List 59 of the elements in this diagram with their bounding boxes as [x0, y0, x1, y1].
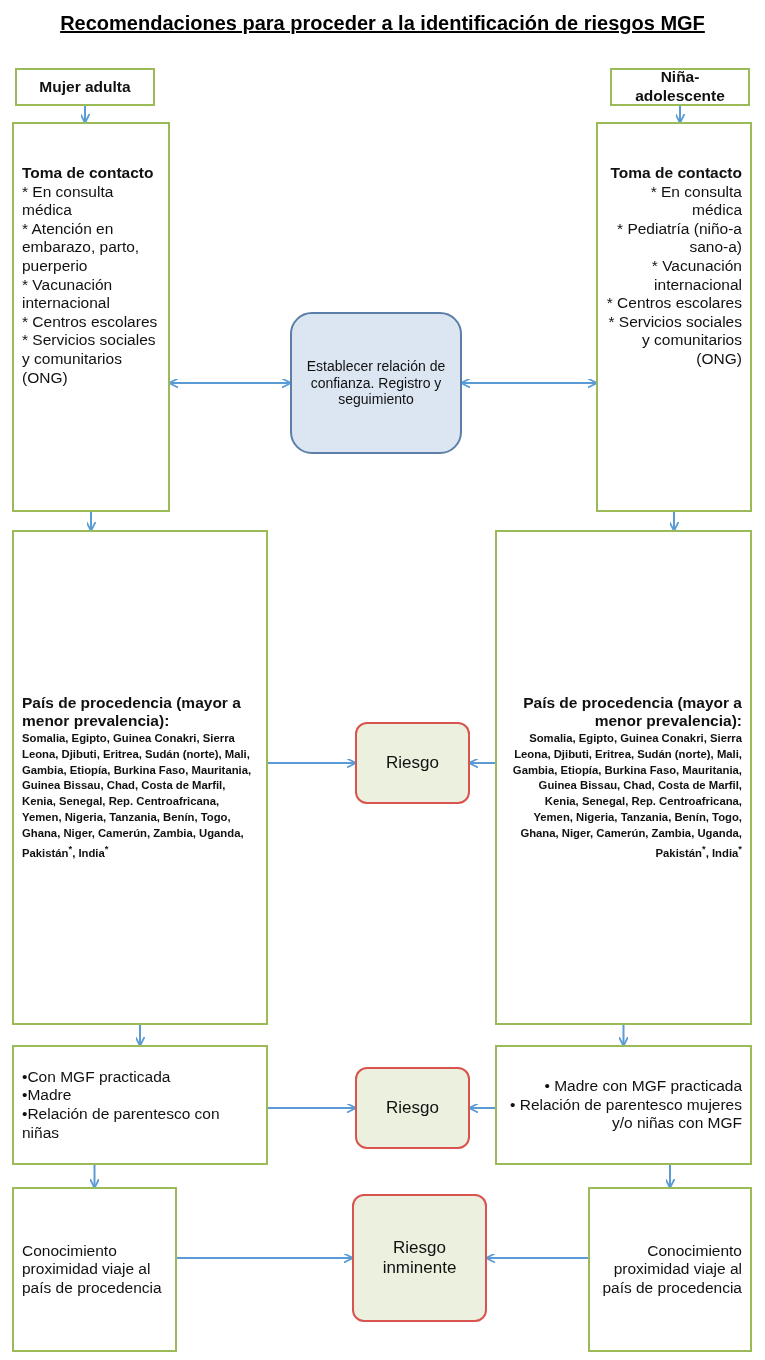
risk-label: Riesgo inminente — [381, 1237, 458, 1279]
risk-label: Riesgo — [385, 1097, 440, 1119]
risk-box — [355, 1067, 470, 1149]
arrow — [618, 1024, 629, 1047]
arrow — [267, 1102, 357, 1114]
section-heading: Toma de contacto — [609, 164, 742, 183]
list-item: •Relación de parentesco con niñas — [22, 1105, 221, 1143]
process-box — [588, 1187, 752, 1352]
country-list-box — [12, 530, 268, 1025]
section-heading: País de procedencia (mayor a menor prevalencia): — [522, 693, 742, 731]
list-item: • Madre con MGF practicada — [543, 1077, 742, 1096]
list-item: * En consulta médica — [22, 182, 115, 220]
heading-box — [610, 68, 750, 106]
arrow — [89, 1164, 100, 1189]
risk-label: Riesgo — [385, 752, 440, 774]
diagram-title: Recomendaciones para proceder a la identificación de riesgos MGF — [60, 12, 705, 34]
box-text: Establecer relación de confianza. Registro y seguimiento — [305, 357, 447, 409]
criteria-box — [12, 1045, 268, 1165]
section-heading: País de procedencia (mayor a menor prevalencia): — [22, 693, 242, 731]
arrow — [468, 757, 496, 769]
list-item: * Pediatría (niño-a sano-a) — [616, 219, 742, 257]
list-item: * En consulta médica — [649, 182, 742, 220]
list-item: * Servicios sociales y comunitarios (ONG) — [22, 331, 157, 388]
box-text: Conocimiento proximidad viaje al país de procedencia — [22, 1241, 163, 1298]
arrow — [176, 1252, 354, 1264]
arrow — [674, 105, 686, 124]
contact-box — [596, 122, 752, 512]
criteria-box — [495, 1045, 752, 1165]
arrow — [460, 377, 598, 389]
country-list-box — [495, 530, 752, 1025]
arrow — [468, 1102, 496, 1114]
list-item: •Madre — [22, 1086, 73, 1105]
risk-box — [352, 1194, 487, 1322]
arrow — [668, 511, 680, 532]
arrow — [85, 511, 97, 532]
heading-box — [15, 68, 155, 106]
list-item: * Vacunación internacional — [650, 256, 742, 295]
process-box — [290, 312, 462, 454]
arrow — [267, 757, 357, 769]
list-item: •Con MGF practicada — [22, 1067, 172, 1087]
box-text: Conocimiento proximidad viaje al país de procedencia — [601, 1241, 742, 1298]
country-list: Somalia, Egipto, Guinea Conakri, Sierra Leona, Djibuti, Eritrea, Sudán (norte), Mali, Gambia, Etiopía, Burkina Faso, Mauritania, Guinea Bissau, Chad, Costa de Marfil, Kenia, Senegal, Rep. Centroafricana, Yemen, Nigeria, Tanzania, Benín, Togo, Ghana, Niger, Camerún, Zambia, Uganda, Pakistán$^{*}$, India$^{*}$ — [505, 730, 742, 862]
heading-text: Mujer adulta — [38, 77, 132, 97]
list-item: * Servicios sociales y comunitarios (ONG) — [607, 312, 742, 369]
heading-text: Niña-adolescente — [634, 68, 726, 106]
list-item: • Relación de parentesco mujeres y/o niñas con MGF — [508, 1095, 742, 1133]
list-item: * Atención en embarazo, parto, puerperio — [22, 219, 141, 276]
list-item: * Centros escolares — [22, 312, 159, 332]
contact-box — [12, 122, 170, 512]
arrow — [134, 1024, 146, 1047]
process-box — [12, 1187, 177, 1352]
risk-box — [355, 722, 470, 804]
country-list: Somalia, Egipto, Guinea Conakri, Sierra Leona, Djibuti, Eritrea, Sudán (norte), Mali, Gambia, Etiopía, Burkina Faso, Mauritania, Guinea Bissau, Chad, Costa de Marfil, Kenia, Senegal, Rep. Centroafricana, Yemen, Nigeria, Tanzania, Benín, Togo, Ghana, Niger, Camerún, Zambia, Uganda, Pakistán$^{*}$, India$^{*}$ — [22, 730, 258, 862]
arrow — [485, 1252, 589, 1264]
arrow — [79, 105, 91, 124]
section-heading: Toma de contacto — [22, 164, 155, 183]
arrow — [664, 1164, 676, 1189]
list-item: * Centros escolares — [606, 294, 742, 313]
list-item: * Vacunación internacional — [22, 275, 114, 313]
